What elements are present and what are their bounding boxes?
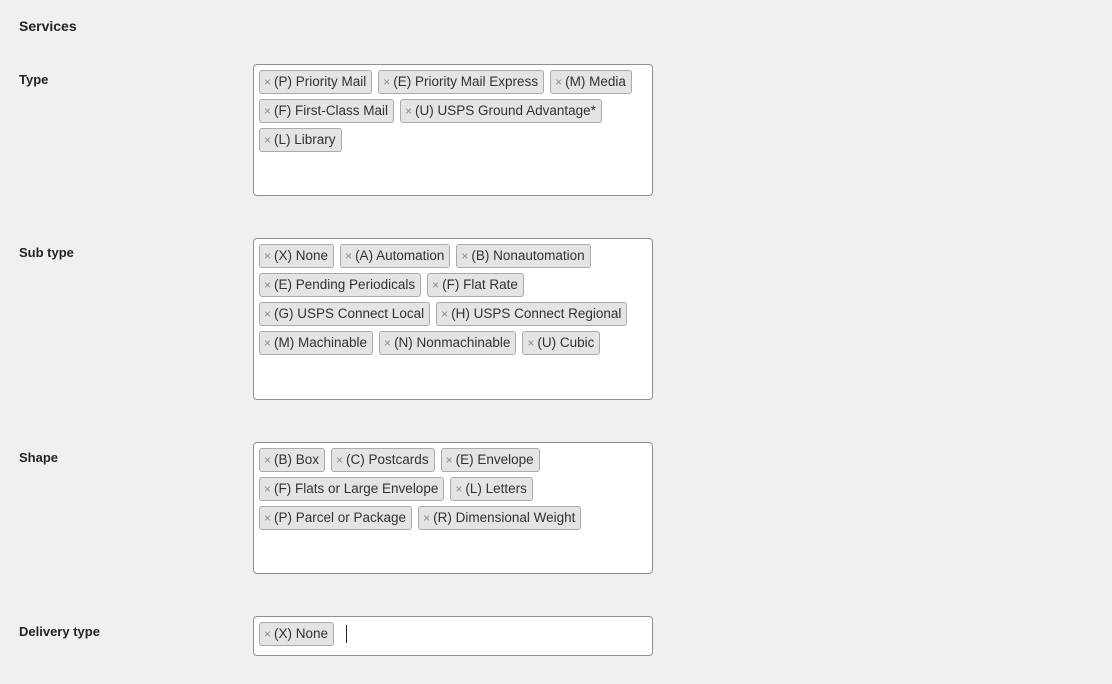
chip-label: (A) Automation xyxy=(355,248,445,263)
remove-chip-icon[interactable]: × xyxy=(441,307,449,321)
type-chip: ×(P) Priority Mail xyxy=(259,70,373,94)
remove-chip-icon[interactable]: × xyxy=(264,627,272,641)
text-caret xyxy=(346,625,348,643)
remove-chip-icon[interactable]: × xyxy=(383,75,391,89)
sub-type-chip: ×(G) USPS Connect Local xyxy=(259,302,431,326)
chip-label: (H) USPS Connect Regional xyxy=(451,306,622,321)
chip-label: (P) Priority Mail xyxy=(274,74,367,89)
remove-chip-icon[interactable]: × xyxy=(264,482,272,496)
remove-chip-icon[interactable]: × xyxy=(264,249,272,263)
chip-label: (L) Library xyxy=(274,132,336,147)
delivery-type-chip: ×(X) None xyxy=(259,622,335,646)
chip-label: (F) Flats or Large Envelope xyxy=(274,481,439,496)
shape-chip: ×(L) Letters xyxy=(450,477,533,501)
sub-type-chip: ×(E) Pending Periodicals xyxy=(259,273,422,297)
sub-type-multiselect[interactable]: ×(X) None ×(A) Automation ×(B) Nonautoma… xyxy=(253,238,653,400)
type-multiselect[interactable]: ×(P) Priority Mail ×(E) Priority Mail Ex… xyxy=(253,64,653,196)
remove-chip-icon[interactable]: × xyxy=(461,249,469,263)
shape-chip: ×(R) Dimensional Weight xyxy=(418,506,582,530)
chip-label: (L) Letters xyxy=(465,481,527,496)
delivery-type-label: Delivery type xyxy=(19,624,100,639)
shape-chip: ×(B) Box xyxy=(259,448,326,472)
type-chip: ×(E) Priority Mail Express xyxy=(378,70,545,94)
sub-type-chip: ×(F) Flat Rate xyxy=(427,273,524,297)
remove-chip-icon[interactable]: × xyxy=(264,336,272,350)
shape-chip: ×(E) Envelope xyxy=(440,448,540,472)
delivery-type-multiselect[interactable]: ×(X) None xyxy=(253,616,653,656)
chip-label: (M) Machinable xyxy=(274,335,368,350)
remove-chip-icon[interactable]: × xyxy=(264,453,272,467)
chip-label: (M) Media xyxy=(565,74,626,89)
remove-chip-icon[interactable]: × xyxy=(455,482,463,496)
delivery-type-search-input[interactable] xyxy=(340,622,648,646)
remove-chip-icon[interactable]: × xyxy=(264,511,272,525)
shape-multiselect[interactable]: ×(B) Box ×(C) Postcards ×(E) Envelope ×(… xyxy=(253,442,653,574)
remove-chip-icon[interactable]: × xyxy=(336,453,344,467)
chip-label: (X) None xyxy=(274,626,329,641)
remove-chip-icon[interactable]: × xyxy=(527,336,535,350)
sub-type-chip: ×(H) USPS Connect Regional xyxy=(436,302,628,326)
section-title: Services xyxy=(19,18,77,34)
sub-type-chip: ×(N) Nonmachinable xyxy=(379,331,517,355)
chip-label: (B) Box xyxy=(274,452,320,467)
remove-chip-icon[interactable]: × xyxy=(264,75,272,89)
chip-label: (F) Flat Rate xyxy=(442,277,518,292)
shape-chip: ×(C) Postcards xyxy=(331,448,435,472)
chip-label: (P) Parcel or Package xyxy=(274,510,407,525)
type-chip: ×(U) USPS Ground Advantage* xyxy=(400,99,602,123)
sub-type-chip: ×(X) None xyxy=(259,244,335,268)
chip-label: (N) Nonmachinable xyxy=(394,335,511,350)
chip-label: (U) Cubic xyxy=(537,335,595,350)
sub-type-chip: ×(B) Nonautomation xyxy=(456,244,591,268)
chip-label: (R) Dimensional Weight xyxy=(433,510,576,525)
remove-chip-icon[interactable]: × xyxy=(445,453,453,467)
sub-type-label: Sub type xyxy=(19,245,74,260)
chip-label: (C) Postcards xyxy=(346,452,429,467)
remove-chip-icon[interactable]: × xyxy=(264,104,272,118)
type-chip: ×(M) Media xyxy=(550,70,632,94)
remove-chip-icon[interactable]: × xyxy=(345,249,353,263)
shape-label: Shape xyxy=(19,450,59,465)
chip-label: (E) Envelope xyxy=(455,452,534,467)
remove-chip-icon[interactable]: × xyxy=(555,75,563,89)
chip-label: (U) USPS Ground Advantage* xyxy=(415,103,596,118)
remove-chip-icon[interactable]: × xyxy=(264,307,272,321)
shape-chip: ×(F) Flats or Large Envelope xyxy=(259,477,445,501)
shape-chip: ×(P) Parcel or Package xyxy=(259,506,413,530)
chip-label: (F) First-Class Mail xyxy=(274,103,389,118)
chip-label: (E) Pending Periodicals xyxy=(274,277,416,292)
remove-chip-icon[interactable]: × xyxy=(405,104,413,118)
chip-label: (E) Priority Mail Express xyxy=(393,74,539,89)
sub-type-chip: ×(M) Machinable xyxy=(259,331,374,355)
remove-chip-icon[interactable]: × xyxy=(264,278,272,292)
chip-label: (B) Nonautomation xyxy=(471,248,585,263)
chip-label: (G) USPS Connect Local xyxy=(274,306,425,321)
remove-chip-icon[interactable]: × xyxy=(423,511,431,525)
type-chip: ×(L) Library xyxy=(259,128,342,152)
type-label: Type xyxy=(19,72,49,87)
chip-label: (X) None xyxy=(274,248,329,263)
sub-type-chip: ×(U) Cubic xyxy=(522,331,601,355)
remove-chip-icon[interactable]: × xyxy=(264,133,272,147)
sub-type-chip: ×(A) Automation xyxy=(340,244,451,268)
remove-chip-icon[interactable]: × xyxy=(432,278,440,292)
type-chip: ×(F) First-Class Mail xyxy=(259,99,395,123)
remove-chip-icon[interactable]: × xyxy=(384,336,392,350)
